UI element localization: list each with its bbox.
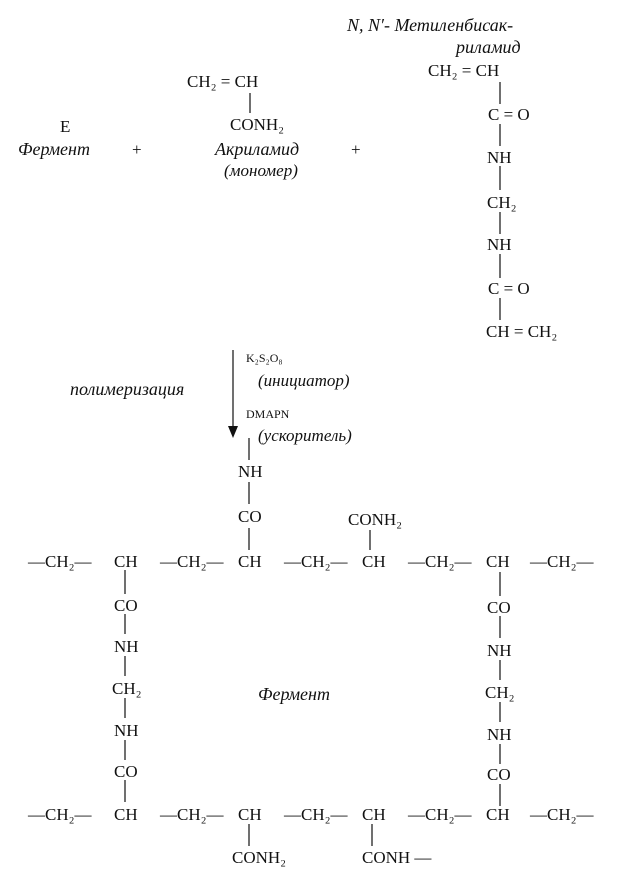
- initiator-label: (инициатор): [258, 371, 350, 390]
- top-co: CO: [238, 507, 262, 526]
- top-chain-ch2-5: —CH₂—: [530, 552, 594, 571]
- acrylamide-conh2: CONH₂: [230, 115, 285, 134]
- bis-nh-1: NH: [487, 148, 512, 167]
- left-co-2: CO: [114, 762, 138, 781]
- center-enzyme-label: Фермент: [258, 684, 330, 704]
- bottom-chain-ch2-3: —CH₂—: [284, 805, 348, 824]
- acrylamide-vinyl: CH₂ = CH: [187, 72, 259, 91]
- bottom-chain-ch2-5: —CH₂—: [530, 805, 594, 824]
- bis-vinyl: CH₂ = CH: [428, 61, 500, 80]
- bis-name-line1: N, N′- Метиленбисак-: [347, 15, 514, 35]
- bis-vinyl-end: CH = CH₂: [486, 322, 558, 341]
- top-chain-ch-4: CH: [486, 552, 510, 571]
- bottom-chain-ch-4: CH: [486, 805, 510, 824]
- top-chain-ch2-2: —CH₂—: [160, 552, 224, 571]
- bottom-chain-ch2-1: —CH₂—: [28, 805, 92, 824]
- reaction-arrow-head: [228, 426, 238, 438]
- top-chain-ch-3: CH: [362, 552, 386, 571]
- polymerization-label: полимеризация: [70, 379, 185, 399]
- right-nh-1: NH: [487, 641, 512, 660]
- bis-carbonyl-1: C = O: [488, 105, 530, 124]
- bottom-chain-ch-1: CH: [114, 805, 138, 824]
- left-ch2: CH₂: [112, 679, 142, 698]
- enzyme-label: Фермент: [18, 139, 90, 159]
- bis-nh-2: NH: [487, 235, 512, 254]
- top-conh2: CONH₂: [348, 510, 403, 529]
- accelerator-label: (ускоритель): [258, 426, 352, 445]
- right-co-1: CO: [487, 598, 511, 617]
- bottom-conh2: CONH₂: [232, 848, 287, 867]
- accelerator-formula: DMAPN: [246, 407, 290, 421]
- right-co-2: CO: [487, 765, 511, 784]
- left-co-1: CO: [114, 596, 138, 615]
- plus-sign-1: +: [132, 140, 142, 159]
- left-nh-1: NH: [114, 637, 139, 656]
- right-ch2: CH₂: [485, 683, 515, 702]
- bottom-conh-end: CONH —: [362, 848, 432, 867]
- bis-carbonyl-2: C = O: [488, 279, 530, 298]
- top-chain-ch2-3: —CH₂—: [284, 552, 348, 571]
- initiator-formula: K₂S₂O₈: [246, 351, 283, 365]
- top-chain-ch2-4: —CH₂—: [408, 552, 472, 571]
- top-nh: NH: [238, 462, 263, 481]
- left-nh-2: NH: [114, 721, 139, 740]
- plus-sign-2: +: [351, 140, 361, 159]
- bis-ch2: CH₂: [487, 193, 517, 212]
- bottom-chain-ch-3: CH: [362, 805, 386, 824]
- bottom-chain-ch2-4: —CH₂—: [408, 805, 472, 824]
- top-chain-ch-1: CH: [114, 552, 138, 571]
- bis-name-line2: риламид: [456, 37, 521, 57]
- right-nh-2: NH: [487, 725, 512, 744]
- bottom-chain-ch-2: CH: [238, 805, 262, 824]
- enzyme-symbol: E: [60, 117, 71, 136]
- top-chain-ch-2: CH: [238, 552, 262, 571]
- bottom-chain-ch2-2: —CH₂—: [160, 805, 224, 824]
- acrylamide-name: Акриламид: [215, 139, 300, 159]
- top-chain-ch2-1: —CH₂—: [28, 552, 92, 571]
- acrylamide-role: (мономер): [224, 161, 298, 180]
